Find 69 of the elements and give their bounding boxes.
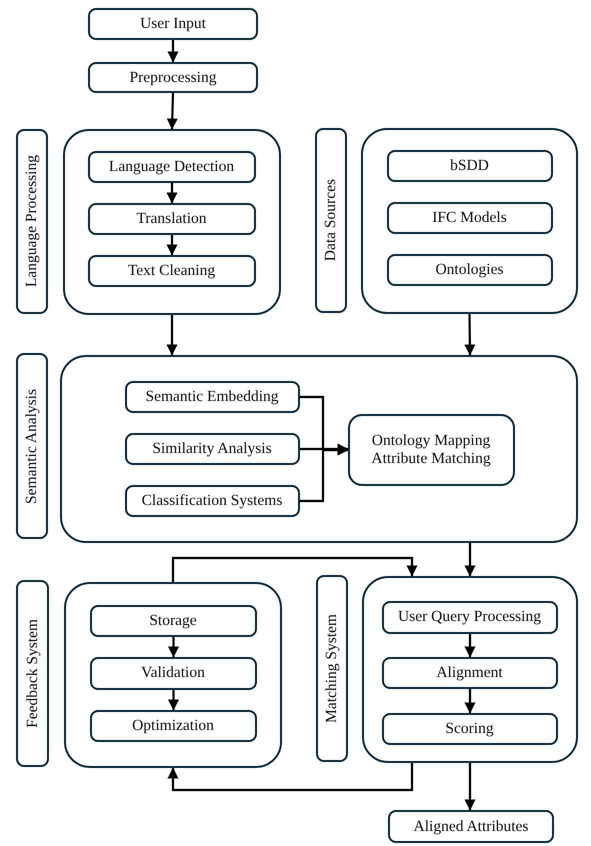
arrow [464,543,476,577]
arrow [166,183,178,204]
process-box [124,484,300,516]
box-label: Alignment [436,664,503,682]
process-box [88,62,258,93]
box-label: Classification Systems [142,492,282,510]
box-label: Semantic Embedding [145,388,278,406]
arrow [168,763,414,792]
arrow [166,235,178,256]
process-box [90,656,256,690]
box-label: User Query Processing [398,608,541,626]
arrow [464,634,476,658]
box-label: Optimization [132,716,214,734]
box-label: Translation [136,210,207,228]
section-title: Matching System [324,614,340,723]
process-box [388,810,554,843]
section-title: Feedback System [24,619,40,728]
arrow [464,763,476,811]
arrow [464,689,476,714]
arrow [300,444,349,502]
arrow [168,690,179,711]
group-container [361,128,578,314]
process-box [88,202,256,234]
section-label-band [16,353,48,539]
box-label: bSDD [450,156,489,174]
section-title: Language Processing [24,155,40,288]
arrow [166,315,178,356]
arrow [464,314,476,356]
group-container [362,576,578,763]
box-label: Validation [141,664,205,682]
arrow [166,92,178,130]
process-box [124,380,300,412]
box-label: Ontology Mapping [372,432,490,450]
box-label: Ontologies [435,260,504,278]
process-box [382,712,558,744]
section-title: Semantic Analysis [24,388,40,504]
process-box [348,414,514,486]
box-label: Similarity Analysis [152,440,272,458]
process-box [88,254,256,286]
process-box [382,600,558,634]
process-box [386,254,552,286]
box-label: Attribute Matching [371,450,491,468]
process-box [90,710,256,742]
arrow [172,556,418,582]
box-label: Preprocessing [130,68,216,86]
box-label: Scoring [445,720,494,738]
arrow [168,637,179,658]
arrow [168,40,178,63]
box-label: User Input [140,15,206,33]
section-label-band [16,129,48,314]
group-container [64,582,282,768]
group-container [60,355,578,543]
box-label: Text Cleaning [128,262,216,280]
process-box [88,8,258,40]
process-box [386,150,552,182]
section-label-band [16,580,49,767]
process-box [90,604,256,636]
section-label-band [315,128,347,313]
section-title: Data Sources [323,179,339,262]
group-container [63,129,281,315]
box-label: Storage [149,612,197,630]
box-label: Language Detection [108,158,234,176]
process-box [386,202,552,234]
section-label-band [316,575,348,762]
box-label: Aligned Attributes [414,818,528,836]
process-box [88,150,256,182]
process-box [124,432,300,464]
process-box [382,656,558,688]
box-label: IFC Models [432,208,507,226]
